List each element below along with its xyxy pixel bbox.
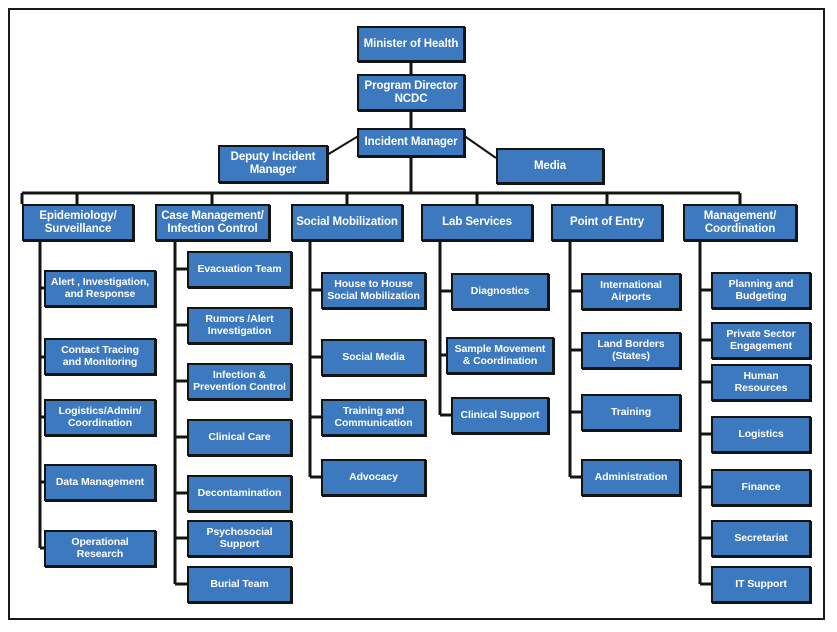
sub-node-administration[interactable]: Administration [581, 459, 681, 496]
sub-node-operational-research[interactable]: Operational Research [44, 530, 156, 567]
node-label: Lab Services [442, 216, 512, 229]
node-label: Secretariat [734, 531, 788, 544]
sub-node-logistics-admin-coordination[interactable]: Logistics/Admin/ Coordination [44, 399, 156, 436]
dept-head-management-coordination[interactable]: Management/ Coordination [683, 204, 797, 241]
node-deputy-incident-manager[interactable]: Deputy Incident Manager [218, 145, 328, 183]
sub-node-land-borders-states[interactable]: Land Borders (States) [581, 332, 681, 369]
node-label: Private Sector Engagement [726, 327, 796, 352]
node-label: Infection & Prevention Control [193, 368, 286, 393]
node-label: Administration [594, 470, 668, 483]
sub-node-advocacy[interactable]: Advocacy [321, 459, 426, 496]
node-label: Logistics/Admin/ Coordination [58, 404, 142, 429]
node-label: Program Director NCDC [364, 79, 458, 105]
sub-node-clinical-care[interactable]: Clinical Care [187, 419, 292, 456]
sub-node-training-and-communication[interactable]: Training and Communication [321, 399, 426, 436]
sub-node-secretariat[interactable]: Secretariat [711, 520, 811, 557]
dept-head-social-mobilization[interactable]: Social Mobilization [291, 204, 403, 241]
node-label: Alert , Investigation, and Response [50, 275, 150, 300]
node-program-director-ncdc[interactable]: Program Director NCDC [357, 74, 465, 111]
node-label: Social Media [342, 350, 405, 363]
node-label: Evacuation Team [197, 262, 282, 275]
node-label: IT Support [735, 577, 787, 590]
node-label: House to House Social Mobilization [327, 277, 420, 302]
node-label: Planning and Budgeting [728, 277, 794, 302]
sub-node-psychosocial-support[interactable]: Psychosocial Support [187, 520, 292, 557]
sub-node-clinical-support[interactable]: Clinical Support [451, 397, 549, 434]
node-label: Land Borders (States) [597, 337, 665, 362]
node-label: Psychosocial Support [206, 525, 273, 550]
node-label: Deputy Incident Manager [230, 151, 316, 176]
node-label: Social Mobilization [296, 216, 398, 229]
sub-node-decontamination[interactable]: Decontamination [187, 475, 292, 512]
node-label: Sample Movement & Coordination [454, 342, 546, 367]
node-label: Training [610, 405, 652, 418]
sub-node-data-management[interactable]: Data Management [44, 464, 156, 501]
sub-node-planning-and-budgeting[interactable]: Planning and Budgeting [711, 272, 811, 309]
node-label: Operational Research [71, 535, 129, 560]
diagram-frame [8, 8, 825, 620]
sub-node-alert-investigation-and-response[interactable]: Alert , Investigation, and Response [44, 270, 156, 307]
sub-node-it-support[interactable]: IT Support [711, 566, 811, 603]
sub-node-burial-team[interactable]: Burial Team [187, 566, 292, 603]
node-label: Rumors /Alert Investigation [205, 312, 274, 337]
sub-node-contact-tracing-and-monitoring[interactable]: Contact Tracing and Monitoring [44, 338, 156, 375]
node-label: Epidemiology/ Surveillance [39, 209, 117, 235]
node-label: Logistics [738, 427, 784, 440]
sub-node-house-to-house-social-mobilization[interactable]: House to House Social Mobilization [321, 272, 426, 309]
node-incident-manager[interactable]: Incident Manager [357, 128, 465, 157]
node-label: Case Management/ Infection Control [161, 209, 264, 235]
dept-head-point-of-entry[interactable]: Point of Entry [551, 204, 663, 241]
sub-node-sample-movement-and-coordination[interactable]: Sample Movement & Coordination [446, 337, 554, 374]
sub-node-infection-and-prevention-control[interactable]: Infection & Prevention Control [187, 363, 292, 400]
dept-head-lab-services[interactable]: Lab Services [421, 204, 533, 241]
node-label: Human Resources [734, 369, 788, 394]
sub-node-diagnostics[interactable]: Diagnostics [451, 273, 549, 310]
node-label: Burial Team [210, 577, 269, 590]
node-label: Minister of Health [363, 37, 459, 50]
node-label: Finance [741, 480, 781, 493]
sub-node-evacuation-team[interactable]: Evacuation Team [187, 251, 292, 288]
node-media[interactable]: Media [496, 148, 604, 184]
node-label: Training and Communication [334, 404, 413, 429]
node-label: Incident Manager [364, 136, 458, 149]
sub-node-international-airports[interactable]: International Airports [581, 273, 681, 310]
node-label: Diagnostics [470, 284, 530, 297]
node-label: Decontamination [197, 486, 282, 499]
sub-node-logistics[interactable]: Logistics [711, 416, 811, 453]
dept-head-epidemiology-surveillance[interactable]: Epidemiology/ Surveillance [22, 204, 134, 241]
node-label: Media [533, 159, 567, 172]
node-label: Data Management [55, 475, 145, 488]
sub-node-human-resources[interactable]: Human Resources [711, 364, 811, 401]
node-label: Clinical Support [460, 408, 540, 421]
sub-node-social-media[interactable]: Social Media [321, 339, 426, 376]
dept-head-case-management-infection-control[interactable]: Case Management/ Infection Control [155, 204, 270, 241]
sub-node-private-sector-engagement[interactable]: Private Sector Engagement [711, 322, 811, 359]
node-label: Management/ Coordination [703, 209, 777, 235]
sub-node-training[interactable]: Training [581, 394, 681, 431]
node-label: International Airports [600, 278, 662, 303]
sub-node-finance[interactable]: Finance [711, 469, 811, 506]
node-label: Clinical Care [208, 430, 271, 443]
node-label: Contact Tracing and Monitoring [61, 343, 139, 368]
sub-node-rumors-alert-investigation[interactable]: Rumors /Alert Investigation [187, 307, 292, 344]
node-label: Point of Entry [570, 216, 644, 229]
node-label: Advocacy [349, 470, 398, 483]
node-minister-of-health[interactable]: Minister of Health [357, 26, 465, 62]
